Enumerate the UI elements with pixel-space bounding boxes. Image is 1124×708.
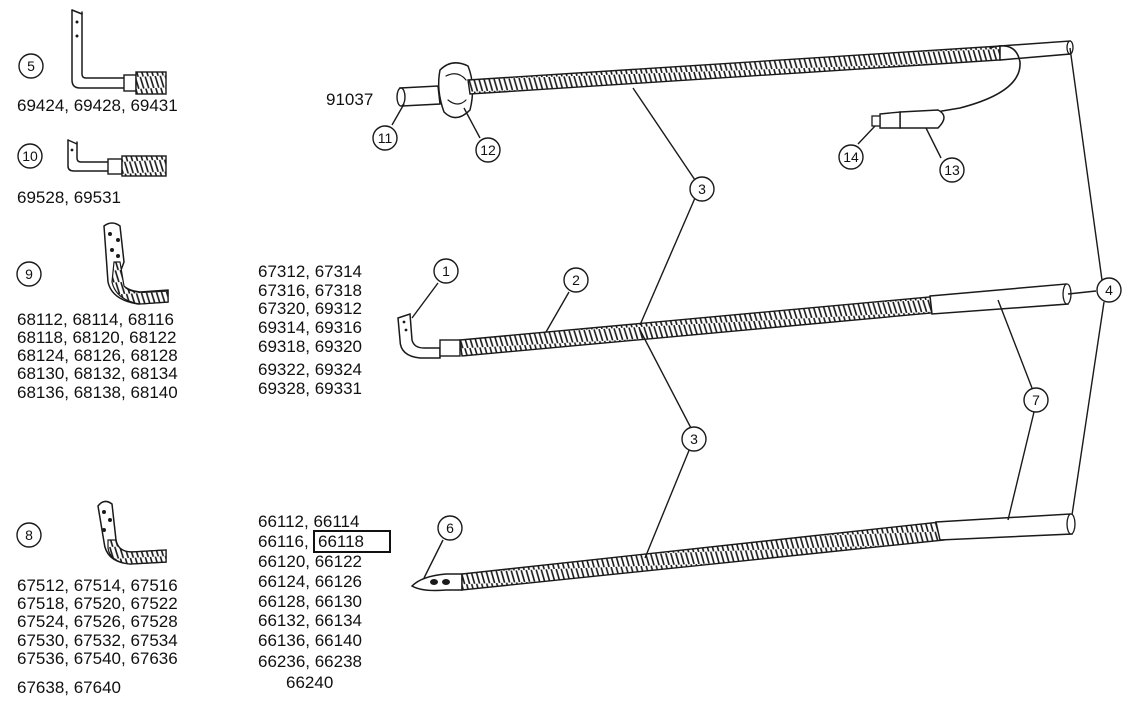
variant-5-tip-drawing xyxy=(71,9,167,95)
svg-text:68136, 68138, 68140: 68136, 68138, 68140 xyxy=(17,383,178,402)
callout-11: 11 xyxy=(372,125,398,151)
callout-3-lower: 3 xyxy=(681,426,707,452)
svg-text:67530, 67532, 67534: 67530, 67532, 67534 xyxy=(17,631,178,650)
svg-text:67320, 69312: 67320, 69312 xyxy=(258,299,362,318)
svg-text:7: 7 xyxy=(1032,392,1040,408)
middle-tube-codes: 67312, 67314 67316, 67318 67320, 69312 6… xyxy=(258,262,362,398)
callout-1: 1 xyxy=(433,258,459,284)
svg-text:66120, 66122: 66120, 66122 xyxy=(258,552,362,571)
top-tube-drawing xyxy=(396,40,1074,129)
callout-14: 14 xyxy=(838,144,864,170)
svg-text:66128, 66130: 66128, 66130 xyxy=(258,592,362,611)
svg-text:9: 9 xyxy=(25,266,33,282)
callout-12: 12 xyxy=(475,137,501,163)
highlighted-code: 66118 xyxy=(318,532,364,551)
variant-9-tip-drawing xyxy=(103,222,169,305)
svg-text:3: 3 xyxy=(698,181,706,197)
svg-text:14: 14 xyxy=(843,149,859,165)
variant-8-codes: 67512, 67514, 67516 67518, 67520, 67522 … xyxy=(17,576,178,697)
middle-tube-drawing xyxy=(397,283,1072,359)
highlighted-code-box xyxy=(313,530,391,553)
svg-text:66132, 66134: 66132, 66134 xyxy=(258,611,362,630)
svg-text:8: 8 xyxy=(25,527,33,543)
svg-text:67536, 67540, 67636: 67536, 67540, 67636 xyxy=(17,649,178,668)
svg-text:67316, 67318: 67316, 67318 xyxy=(258,281,362,300)
svg-text:66124, 66126: 66124, 66126 xyxy=(258,572,362,591)
variant-10-tip-drawing xyxy=(67,139,167,177)
svg-text:69322, 69324: 69322, 69324 xyxy=(258,360,362,379)
svg-text:68124, 68126, 68128: 68124, 68126, 68128 xyxy=(17,346,178,365)
svg-text:4: 4 xyxy=(1105,282,1113,298)
svg-text:13: 13 xyxy=(944,162,960,178)
bottom-tube-codes: 66112, 66114 66116, 66118 66120, 66122 6… xyxy=(258,512,391,692)
svg-text:66136, 66140: 66136, 66140 xyxy=(258,631,362,650)
callout-6: 6 xyxy=(437,515,463,541)
svg-text:67312, 67314: 67312, 67314 xyxy=(258,262,362,281)
svg-text:69328, 69331: 69328, 69331 xyxy=(258,379,362,398)
variant-9-codes: 68112, 68114, 68116 68118, 68120, 68122 … xyxy=(17,310,178,402)
svg-text:1: 1 xyxy=(442,263,450,279)
svg-text:69318, 69320: 69318, 69320 xyxy=(258,337,362,356)
callout-2: 2 xyxy=(563,267,589,293)
svg-text:11: 11 xyxy=(378,130,393,146)
svg-text:10: 10 xyxy=(22,148,38,164)
svg-text:69314, 69316: 69314, 69316 xyxy=(258,318,362,337)
svg-text:66236, 66238: 66236, 66238 xyxy=(258,652,362,671)
svg-text:67524, 67526, 67528: 67524, 67526, 67528 xyxy=(17,612,178,631)
svg-text:12: 12 xyxy=(480,142,496,158)
variant-10-codes: 69528, 69531 xyxy=(17,188,121,207)
svg-text:5: 5 xyxy=(27,58,35,74)
svg-text:66112, 66114: 66112, 66114 xyxy=(258,512,359,531)
svg-text:68112, 68114, 68116: 68112, 68114, 68116 xyxy=(17,310,174,329)
variant-8-tip-drawing xyxy=(97,500,167,565)
svg-text:6: 6 xyxy=(446,520,454,536)
variant-5-codes: 69424, 69428, 69431 xyxy=(17,96,178,115)
callout-9: 9 xyxy=(16,261,42,287)
svg-text:67518, 67520, 67522: 67518, 67520, 67522 xyxy=(17,594,178,613)
callout-7: 7 xyxy=(1023,387,1049,413)
svg-text:67512, 67514, 67516: 67512, 67514, 67516 xyxy=(17,576,178,595)
callout-8: 8 xyxy=(16,522,42,548)
svg-text:68118, 68120, 68122: 68118, 68120, 68122 xyxy=(17,328,176,347)
callout-13: 13 xyxy=(939,157,965,183)
callout-3-upper: 3 xyxy=(689,176,715,202)
bottom-tube-drawing xyxy=(410,513,1076,592)
svg-text:66116,: 66116, xyxy=(258,532,309,551)
svg-text:68130, 68132, 68134: 68130, 68132, 68134 xyxy=(17,364,178,383)
callout-10: 10 xyxy=(17,143,43,169)
svg-text:2: 2 xyxy=(572,272,580,288)
svg-text:66240: 66240 xyxy=(286,673,333,692)
svg-text:67638, 67640: 67638, 67640 xyxy=(17,678,121,697)
callout-5: 5 xyxy=(18,53,44,79)
top-tube-code: 91037 xyxy=(326,90,373,109)
callout-4: 4 xyxy=(1096,277,1122,303)
svg-text:3: 3 xyxy=(690,431,698,447)
